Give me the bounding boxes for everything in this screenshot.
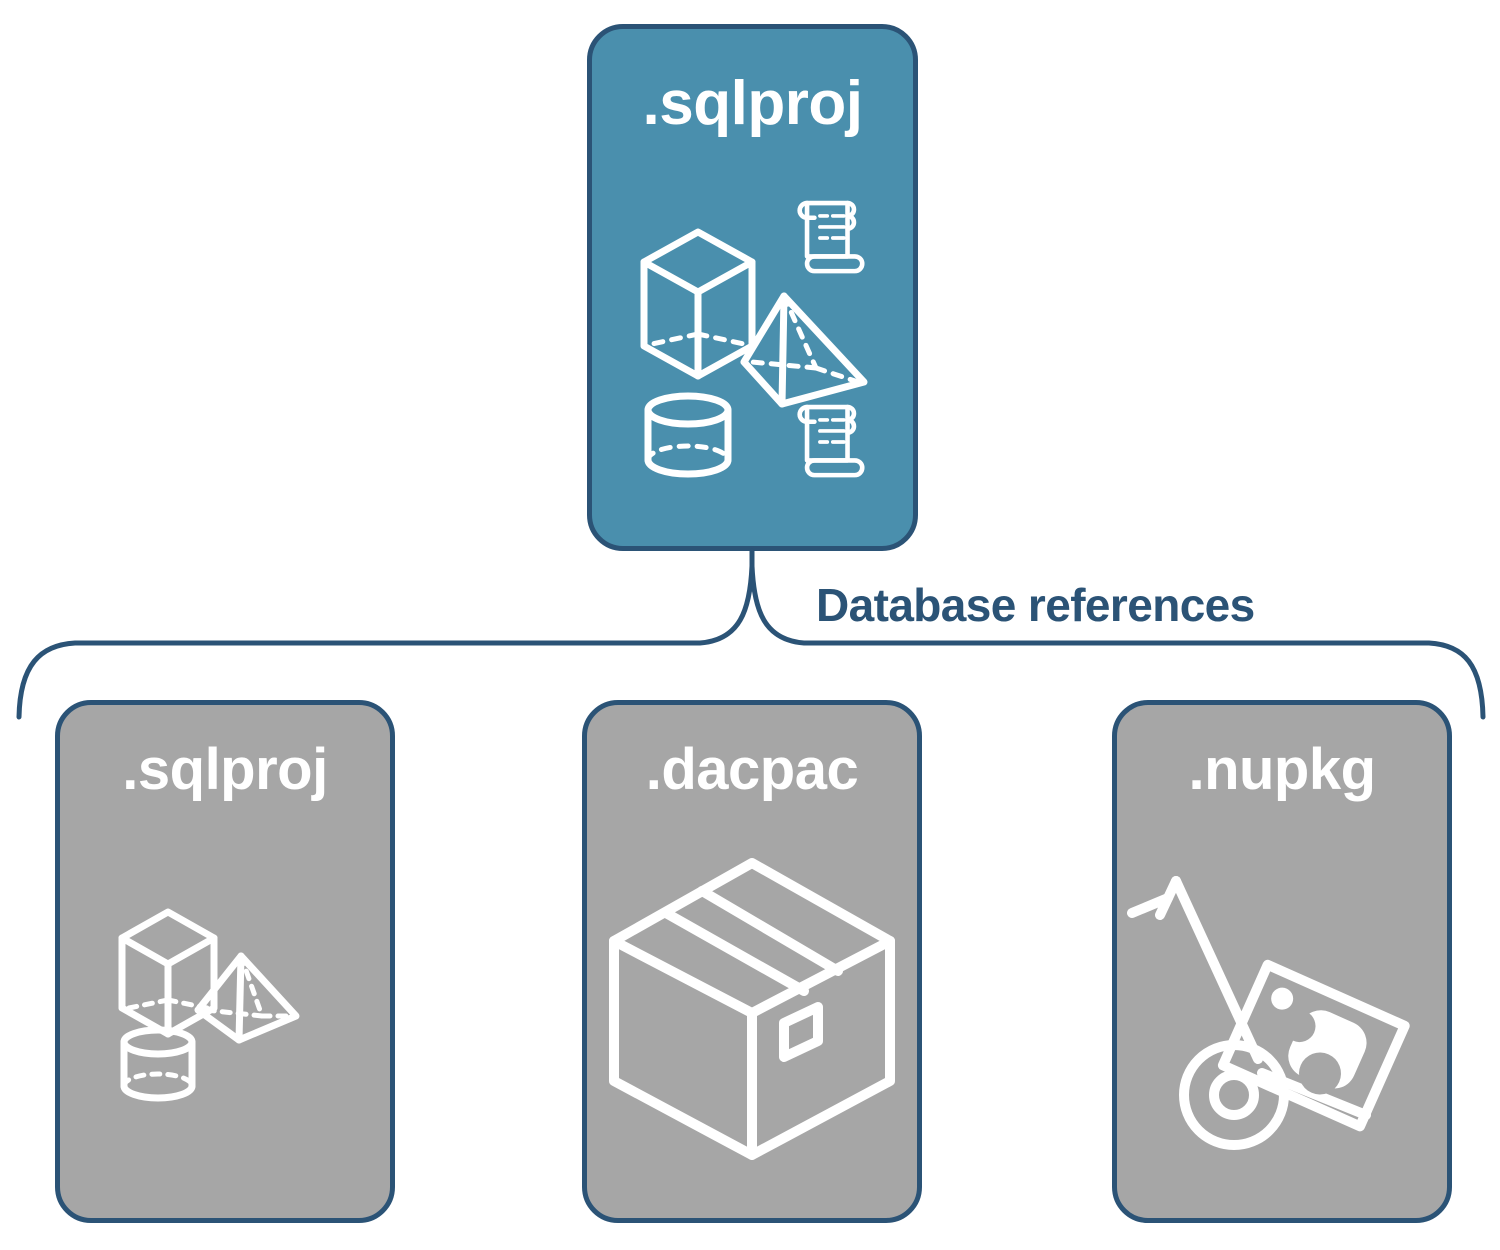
card-reference-sqlproj[interactable]: .sqlproj: [55, 700, 395, 1223]
card-reference-dacpac[interactable]: .dacpac: [582, 700, 922, 1223]
wireframe-pyramid-icon: [194, 952, 300, 1043]
wireframe-cube-icon: [640, 228, 755, 379]
wireframe-cube-icon: [118, 908, 218, 1037]
connector-label: Database references: [816, 579, 1255, 631]
card-reference-nupkg[interactable]: .nupkg: [1112, 700, 1452, 1223]
scroll-script-icon: [796, 404, 864, 477]
package-box-icon: [609, 857, 895, 1160]
icon-group-sqlproj: [60, 799, 390, 1218]
icon-group-sqlproj-root: [592, 135, 913, 546]
wireframe-pyramid-icon: [740, 292, 867, 407]
card-title-sqlproj-root: .sqlproj: [642, 69, 863, 138]
card-title-sqlproj: .sqlproj: [122, 737, 328, 802]
brace-left-arm: [16, 563, 755, 720]
card-title-nupkg: .nupkg: [1188, 737, 1376, 802]
wireframe-cylinder-icon: [644, 392, 731, 477]
scroll-script-icon: [796, 200, 864, 273]
card-sqlproj-root[interactable]: .sqlproj: [587, 24, 918, 551]
icon-group-nupkg: [1117, 799, 1447, 1218]
nuget-package-box-icon: [1217, 959, 1410, 1131]
icon-group-dacpac: [587, 799, 917, 1218]
wireframe-cylinder-icon: [120, 1026, 196, 1101]
card-title-dacpac: .dacpac: [645, 737, 859, 802]
